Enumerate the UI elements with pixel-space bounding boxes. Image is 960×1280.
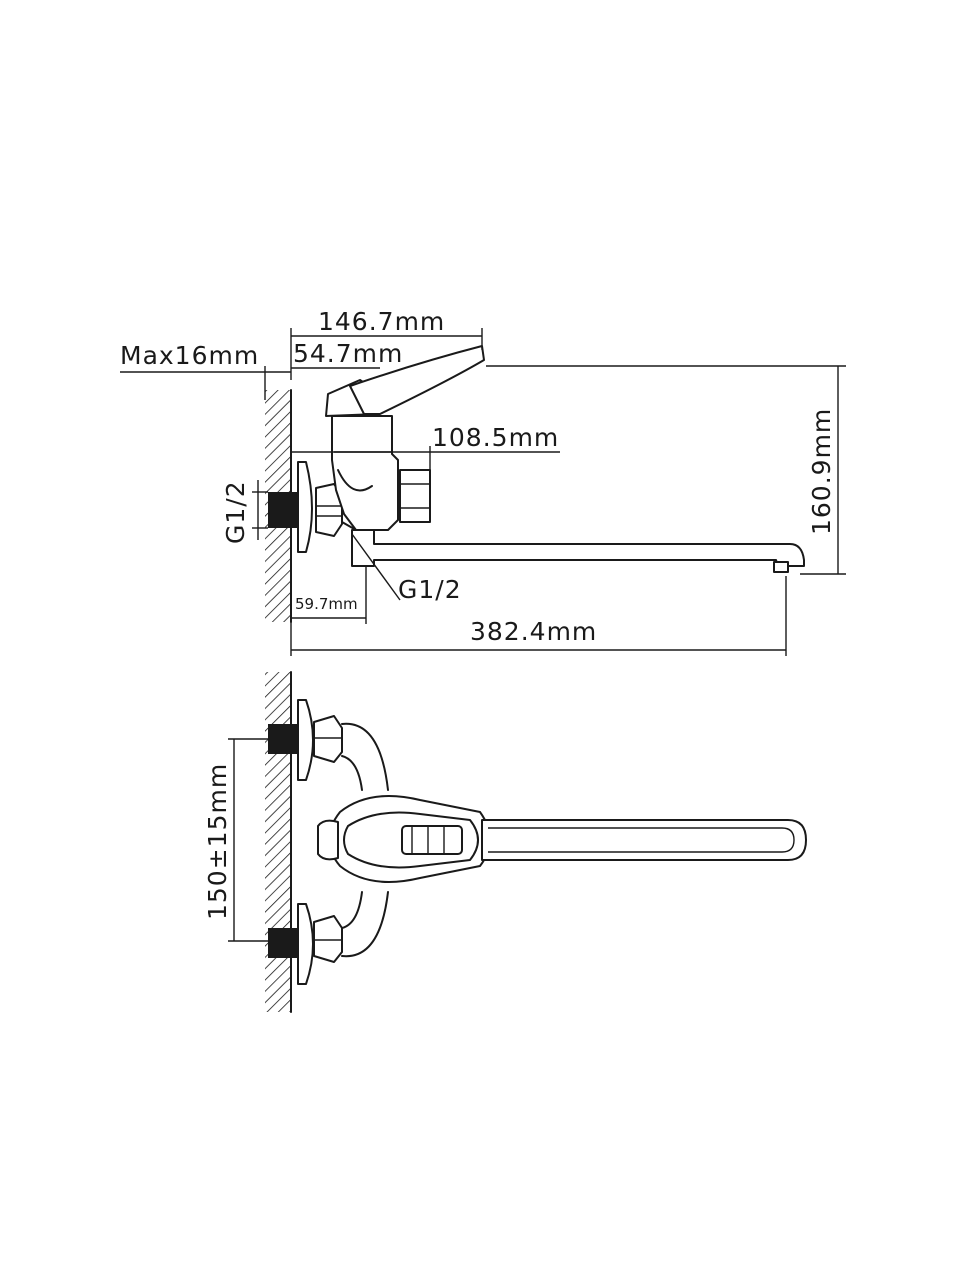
dim-54-7: 54.7mm <box>293 339 403 368</box>
dim-g12-outlet: G1/2 <box>398 575 462 604</box>
cartridge-block <box>399 469 431 523</box>
dim-150-15: 150±15mm <box>203 763 232 920</box>
top-view: 150±15mm <box>203 671 807 1013</box>
wall-hatch-top <box>265 672 291 1012</box>
hex-nut-side <box>315 483 343 537</box>
dim-g12-inlet: G1/2 <box>221 480 250 544</box>
inlet-pipe-lower <box>268 928 300 958</box>
hex-nut-lower <box>313 915 343 963</box>
handle-grip <box>401 825 463 855</box>
aerator <box>773 561 789 573</box>
side-view: 146.7mm 54.7mm Max16mm 108.5mm 160.9mm G… <box>120 307 846 656</box>
lever-handle-top <box>343 811 479 869</box>
mixer-body-side <box>331 415 399 531</box>
body-cap-top <box>317 819 339 861</box>
spout-top <box>481 819 807 861</box>
hex-nut-upper <box>313 715 343 763</box>
escutcheon-lower <box>297 903 314 985</box>
inlet-pipe-upper <box>268 724 300 754</box>
spout-side <box>351 529 805 567</box>
dim-59-7: 59.7mm <box>295 595 358 613</box>
dim-382-4: 382.4mm <box>470 617 597 646</box>
dim-108-5: 108.5mm <box>432 423 559 452</box>
dim-146-7: 146.7mm <box>318 307 445 336</box>
escutcheon-side <box>297 461 313 553</box>
escutcheon-upper <box>297 699 314 781</box>
dim-max16: Max16mm <box>120 341 259 370</box>
dim-160-9: 160.9mm <box>807 408 836 535</box>
lever-handle-side <box>349 345 485 415</box>
